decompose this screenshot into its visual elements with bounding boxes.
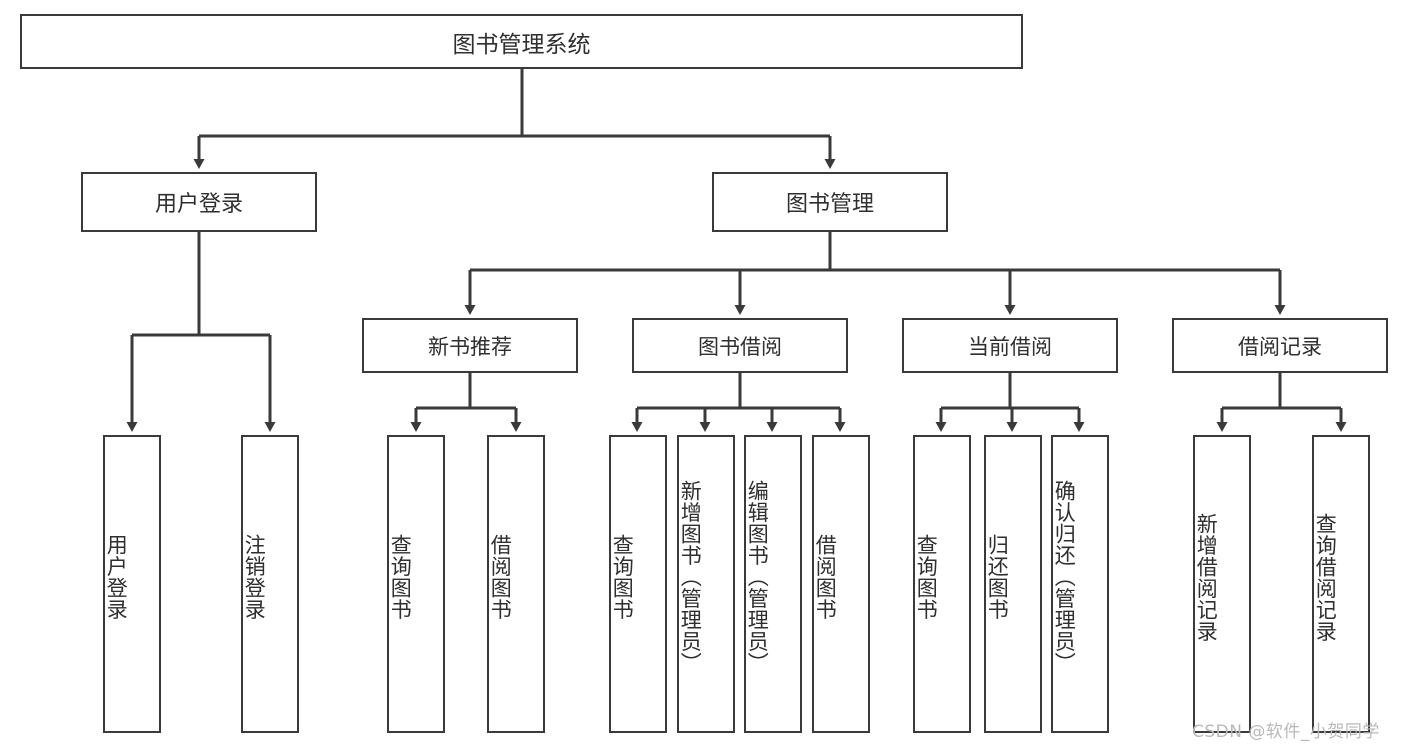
- node-label: 查询图书: [610, 534, 635, 620]
- node-new-book-recommendation[interactable]: 新书推荐: [362, 318, 578, 373]
- leaf-query-book-current[interactable]: 查询图书: [913, 435, 971, 733]
- node-label: 新增图书（管理员）: [678, 480, 703, 674]
- node-label: 图书借阅: [698, 334, 782, 359]
- node-label: 图书管理系统: [452, 31, 591, 58]
- node-label: 借阅记录: [1238, 334, 1322, 359]
- leaf-borrow-book-new-recommendation[interactable]: 借阅图书: [487, 435, 545, 733]
- node-label: 图书管理: [785, 192, 874, 217]
- node-borrowing-records[interactable]: 借阅记录: [1172, 318, 1388, 373]
- leaf-confirm-return-admin[interactable]: 确认归还（管理员）: [1051, 435, 1109, 733]
- node-label: 查询图书: [914, 534, 939, 620]
- node-label: 归还图书: [985, 534, 1010, 620]
- node-book-borrowing[interactable]: 图书借阅: [632, 318, 848, 373]
- node-user-login[interactable]: 用户登录: [81, 172, 317, 232]
- leaf-borrow-book[interactable]: 借阅图书: [812, 435, 870, 733]
- node-label: 确认归还（管理员）: [1052, 480, 1077, 674]
- leaf-add-book-admin[interactable]: 新增图书（管理员）: [677, 435, 735, 733]
- node-label: 查询图书: [388, 534, 413, 620]
- node-label: 借阅图书: [488, 534, 513, 620]
- leaf-query-book-new-recommendation[interactable]: 查询图书: [387, 435, 445, 733]
- leaf-query-book-borrowing[interactable]: 查询图书: [609, 435, 667, 733]
- node-label: 新增借阅记录: [1194, 512, 1219, 642]
- node-current-borrowing[interactable]: 当前借阅: [902, 318, 1118, 373]
- watermark-csdn: CSDN @软件_小贺同学: [1192, 722, 1380, 742]
- node-label: 查询借阅记录: [1313, 512, 1338, 642]
- node-label: 注销登录: [242, 534, 267, 620]
- leaf-add-borrow-record[interactable]: 新增借阅记录: [1193, 435, 1251, 733]
- leaf-return-book[interactable]: 归还图书: [984, 435, 1042, 733]
- node-root-book-management-system[interactable]: 图书管理系统: [20, 14, 1023, 69]
- leaf-query-borrow-record[interactable]: 查询借阅记录: [1312, 435, 1370, 733]
- leaf-logout[interactable]: 注销登录: [241, 435, 299, 733]
- node-label: 新书推荐: [428, 334, 512, 359]
- node-label: 当前借阅: [968, 334, 1052, 359]
- node-label: 用户登录: [154, 192, 243, 217]
- node-book-management[interactable]: 图书管理: [712, 172, 948, 232]
- node-label: 用户登录: [104, 534, 129, 620]
- leaf-edit-book-admin[interactable]: 编辑图书（管理员）: [744, 435, 802, 733]
- node-label: 编辑图书（管理员）: [745, 480, 770, 674]
- node-label: 借阅图书: [813, 534, 838, 620]
- leaf-user-login[interactable]: 用户登录: [103, 435, 161, 733]
